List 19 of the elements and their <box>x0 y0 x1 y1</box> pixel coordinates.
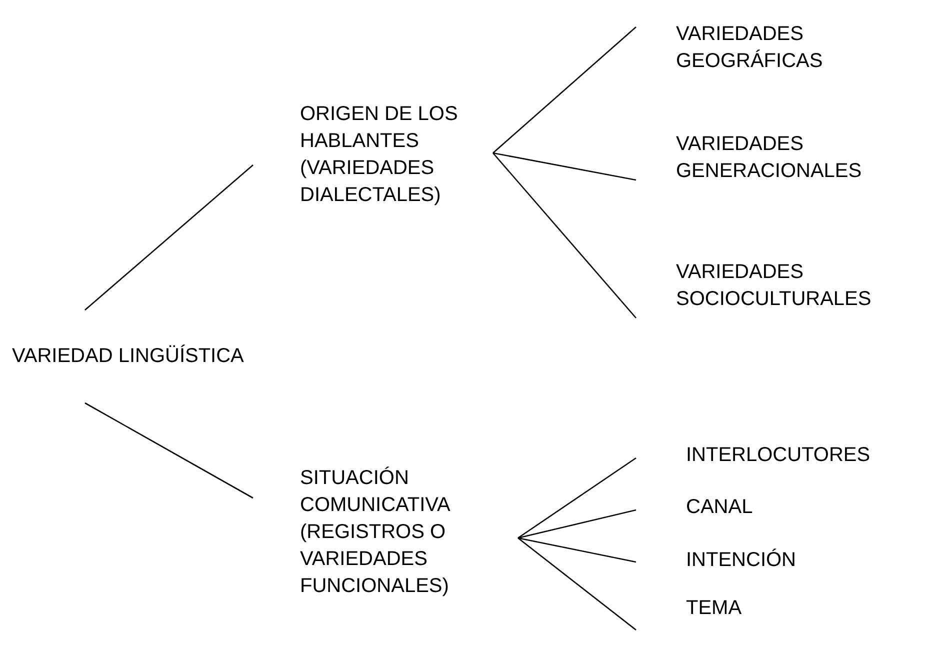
node-label: SITUACIÓN COMUNICATIVA (REGISTROS O VARIEDADES FUNCIONALES) <box>299 466 451 599</box>
connector-line <box>492 152 636 181</box>
connector-line <box>518 457 636 539</box>
connector-line <box>492 26 636 154</box>
node-label: ORIGEN DE LOS HABLANTES (VARIEDADES DIALECTALES) <box>299 102 459 208</box>
node-label: INTENCIÓN <box>685 548 797 572</box>
node-label: TEMA <box>685 596 743 621</box>
node-label: VARIEDAD LINGÜÍSTICA <box>11 344 245 369</box>
node-label: VARIEDADES SOCIOCULTURALES <box>675 260 872 312</box>
connector-line <box>84 402 254 499</box>
node-label: VARIEDADES GENERACIONALES <box>675 132 863 184</box>
connector-line <box>518 537 636 563</box>
connector-line <box>518 509 636 539</box>
connector-line <box>518 537 636 631</box>
node-label: INTERLOCUTORES <box>685 442 872 468</box>
connector-line <box>492 152 636 318</box>
node-label: CANAL <box>685 494 754 520</box>
connector-line <box>84 164 254 310</box>
node-label: VARIEDADES GEOGRÁFICAS <box>675 22 824 74</box>
